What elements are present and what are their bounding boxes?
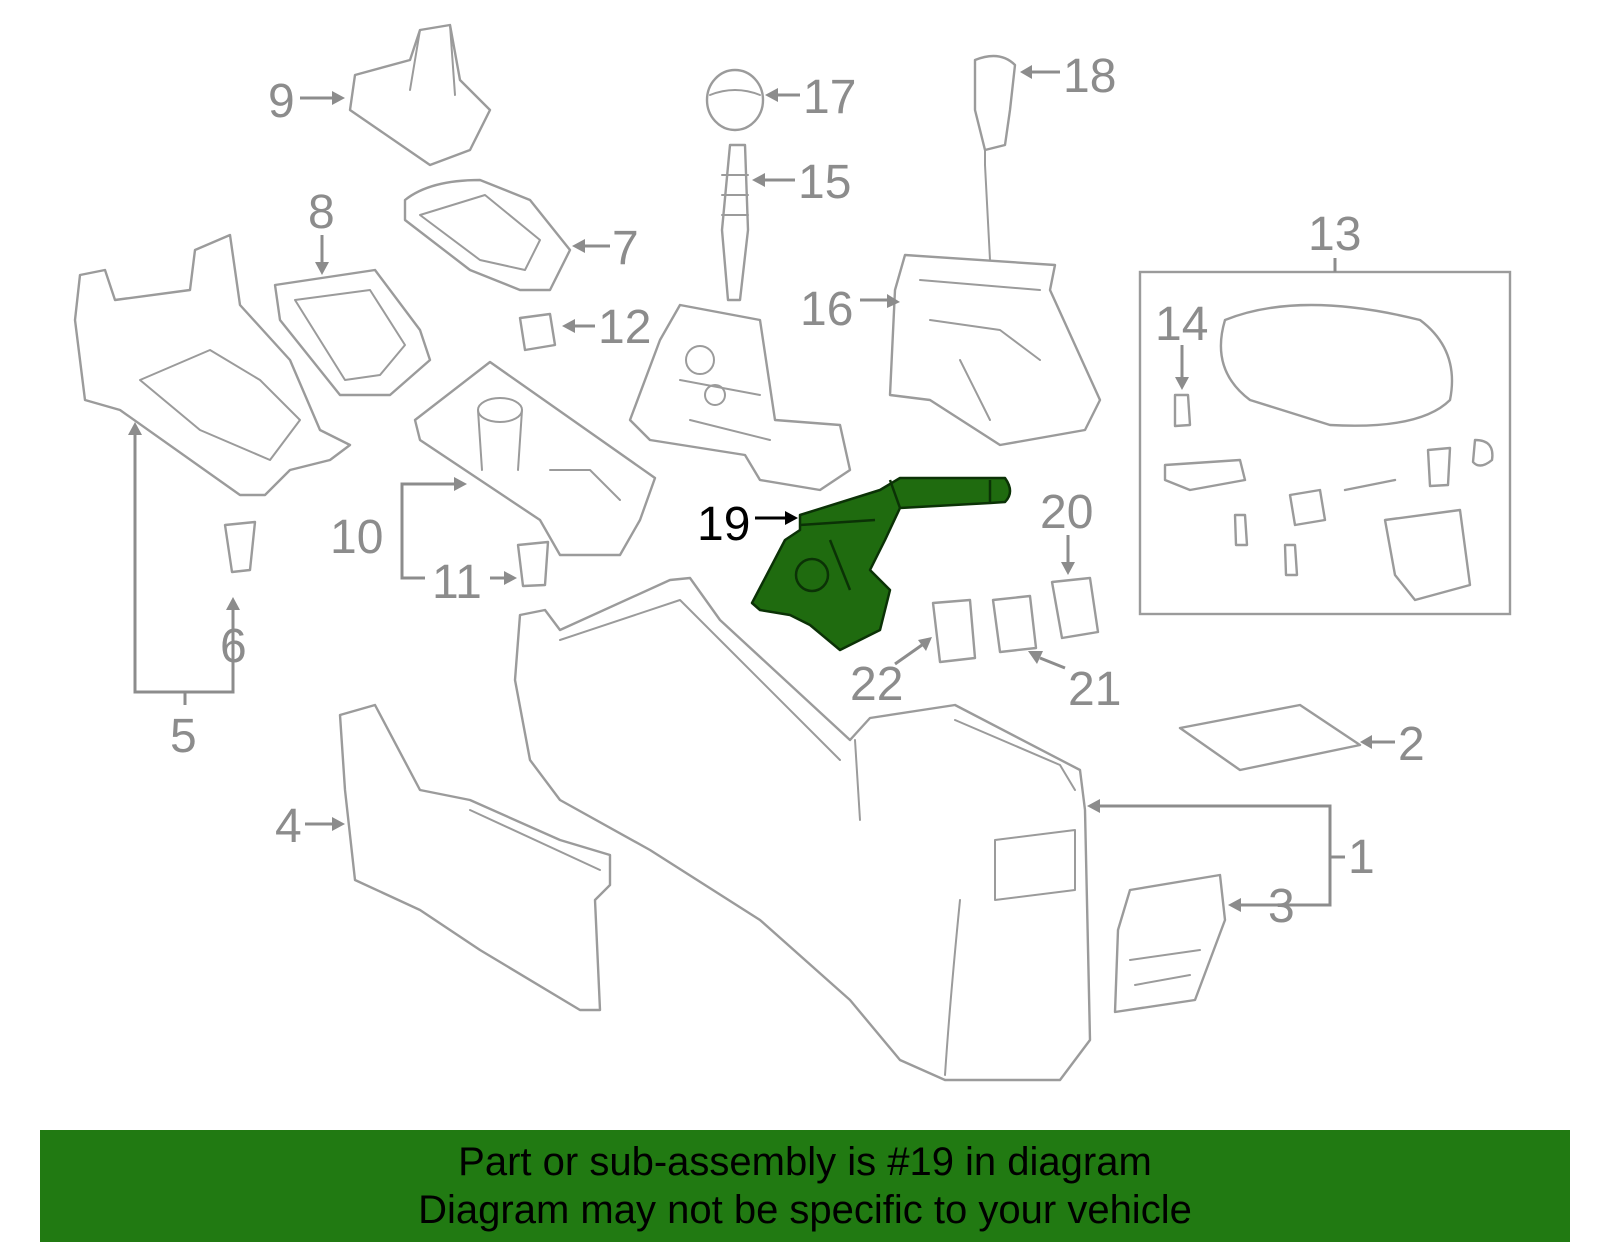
callout-13: 13 <box>1308 208 1361 261</box>
banner-line-1: Part or sub-assembly is #19 in diagram <box>458 1140 1152 1184</box>
part-22-switch <box>931 598 977 664</box>
callout-2: 2 <box>1398 718 1425 771</box>
part-21-switch <box>991 594 1038 654</box>
callout-21: 21 <box>1068 663 1121 716</box>
callout-5: 5 <box>170 710 197 763</box>
part-18-auto-knob <box>973 54 1017 166</box>
part-8-panel <box>273 268 432 397</box>
callout-17: 17 <box>803 71 856 124</box>
part-15-shift-rod <box>720 143 750 302</box>
banner-line-2: Diagram may not be specific to your vehi… <box>418 1188 1192 1232</box>
part-7-trim-bezel <box>403 178 572 292</box>
callout-7: 7 <box>612 222 639 275</box>
callout-19: 19 <box>697 498 750 551</box>
part-10-cup-holder <box>413 360 657 557</box>
info-banner: Part or sub-assembly is #19 in diagram D… <box>40 1130 1570 1242</box>
callout-20: 20 <box>1040 486 1093 539</box>
part-4-side-panel <box>338 703 612 1012</box>
part-16-auto-shifter <box>888 164 1102 447</box>
callout-4: 4 <box>275 800 302 853</box>
part-11-clip <box>516 540 550 588</box>
callout-10: 10 <box>330 511 383 564</box>
callout-8: 8 <box>308 186 335 239</box>
part-shifter-assembly-manual <box>628 303 852 492</box>
callout-18: 18 <box>1063 50 1116 103</box>
callout-9: 9 <box>268 75 295 128</box>
callout-3: 3 <box>1268 880 1295 933</box>
part-9-shift-boot <box>348 23 492 167</box>
callout-22: 22 <box>850 658 903 711</box>
part-1-console-body <box>513 576 1092 1082</box>
parts-diagram: 1 2 3 4 5 6 7 8 9 10 11 12 13 14 15 16 1… <box>73 23 1512 1082</box>
part-6-clip <box>223 520 257 574</box>
part-19-parking-brake-lever <box>750 476 1012 652</box>
callout-15: 15 <box>798 156 851 209</box>
part-2-pad <box>1178 703 1362 772</box>
part-5-upper-panel <box>73 233 352 497</box>
callout-11: 11 <box>432 556 482 609</box>
leader-lines <box>128 65 1395 912</box>
part-3-bracket <box>1113 873 1227 1014</box>
callout-14: 14 <box>1155 298 1208 351</box>
callout-labels: 1 2 3 4 5 6 7 8 9 10 11 12 13 14 15 16 1… <box>170 50 1425 933</box>
part-13-armrest-kit-box <box>1138 270 1512 616</box>
part-17-shift-knob <box>705 68 765 132</box>
part-12-clip <box>518 312 557 352</box>
callout-12: 12 <box>598 301 651 354</box>
callout-1: 1 <box>1348 831 1375 884</box>
callout-6: 6 <box>220 620 247 673</box>
part-20-switch <box>1050 576 1100 640</box>
callout-16: 16 <box>800 283 853 336</box>
